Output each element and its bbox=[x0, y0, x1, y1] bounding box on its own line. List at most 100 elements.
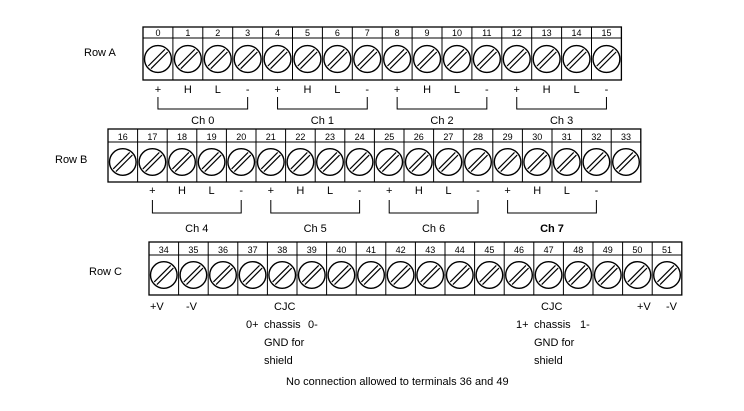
terminal-number: 43 bbox=[425, 245, 435, 255]
terminal-number: 39 bbox=[307, 245, 317, 255]
signal-label: H bbox=[303, 84, 311, 96]
terminal-number: 20 bbox=[236, 132, 246, 142]
signal-label: - bbox=[595, 185, 599, 197]
screw-slot bbox=[393, 267, 411, 286]
screw-slot bbox=[536, 48, 555, 67]
terminal-screw-icon bbox=[286, 147, 315, 176]
channel-label: Ch 6 bbox=[422, 223, 445, 235]
screw-slot bbox=[566, 48, 584, 67]
signal-label: L bbox=[327, 185, 333, 197]
terminal-number: 11 bbox=[482, 28, 491, 38]
terminal-number: 42 bbox=[396, 245, 406, 255]
signal-label: + bbox=[274, 84, 280, 96]
terminal-number: 25 bbox=[384, 132, 394, 142]
terminal-number: 29 bbox=[503, 132, 513, 142]
terminal-number: 51 bbox=[662, 245, 672, 255]
terminal-number: 30 bbox=[532, 132, 542, 142]
terminal-screw-icon bbox=[386, 261, 415, 290]
screw-slot bbox=[627, 264, 645, 283]
terminal-screw-icon bbox=[138, 147, 167, 176]
screw-slot bbox=[204, 154, 222, 173]
screw-slot bbox=[267, 48, 285, 67]
terminal-number: 17 bbox=[147, 132, 157, 142]
terminal-number: 34 bbox=[159, 245, 169, 255]
screw-slot bbox=[112, 151, 131, 170]
screw-slot bbox=[322, 154, 341, 173]
row-c-shield-right: shield bbox=[534, 355, 563, 367]
screw-slot bbox=[600, 267, 618, 286]
channel-bracket bbox=[507, 200, 597, 214]
signal-label: + bbox=[386, 185, 392, 197]
signal-label: + bbox=[504, 185, 510, 197]
screw-slot bbox=[207, 48, 226, 67]
signal-label: L bbox=[445, 185, 451, 197]
footnote: No connection allowed to terminals 36 an… bbox=[286, 376, 509, 388]
row-c-gnd-left: GND for bbox=[264, 337, 305, 349]
screw-slot bbox=[153, 264, 172, 283]
screw-slot bbox=[300, 51, 318, 70]
terminal-screw-icon bbox=[623, 261, 652, 290]
screw-slot bbox=[529, 154, 548, 173]
screw-slot bbox=[419, 51, 438, 70]
screw-slot bbox=[656, 264, 675, 283]
screw-slot bbox=[174, 154, 193, 173]
terminal-number: 48 bbox=[573, 245, 583, 255]
screw-slot bbox=[233, 154, 252, 173]
terminal-screw-icon bbox=[353, 44, 382, 74]
terminal-number: 21 bbox=[266, 132, 276, 142]
screw-slot bbox=[201, 151, 219, 170]
channel-label: Ch 5 bbox=[304, 223, 327, 235]
channel-label: Ch 7 bbox=[540, 223, 564, 235]
screw-slot bbox=[237, 48, 256, 67]
signal-label: H bbox=[533, 185, 541, 197]
screw-slot bbox=[215, 267, 234, 286]
channel-label: Ch 2 bbox=[430, 115, 453, 127]
signal-label: L bbox=[573, 84, 579, 96]
terminal-number: 40 bbox=[336, 245, 346, 255]
terminal-screw-icon bbox=[167, 147, 196, 176]
row-c-one-plus: 1+ bbox=[516, 319, 529, 331]
screw-slot bbox=[541, 267, 559, 286]
row-c-cjc-right: CJC bbox=[541, 301, 562, 313]
screw-slot bbox=[479, 51, 497, 70]
signal-label: - bbox=[485, 84, 489, 96]
screw-slot bbox=[539, 51, 557, 70]
terminal-screw-icon bbox=[323, 44, 352, 74]
terminal-number: 10 bbox=[452, 28, 462, 38]
terminal-screw-icon bbox=[523, 147, 552, 176]
screw-slot bbox=[416, 48, 435, 67]
screw-slot bbox=[506, 48, 525, 67]
screw-slot bbox=[357, 48, 375, 67]
channel-label: Ch 3 bbox=[550, 115, 573, 127]
terminal-screw-icon bbox=[434, 147, 463, 176]
terminal-screw-icon bbox=[534, 261, 563, 290]
terminal-screw-icon bbox=[208, 261, 237, 290]
screw-slot bbox=[570, 267, 589, 286]
screw-slot bbox=[260, 151, 279, 170]
terminal-screw-icon bbox=[502, 44, 531, 74]
screw-slot bbox=[363, 267, 382, 286]
terminal-number: 22 bbox=[295, 132, 305, 142]
terminal-screw-icon bbox=[612, 147, 641, 176]
signal-label: H bbox=[543, 84, 551, 96]
screw-slot bbox=[290, 151, 308, 170]
signal-label: H bbox=[423, 84, 431, 96]
terminal-screw-icon bbox=[345, 147, 374, 176]
terminal-screw-icon bbox=[564, 261, 593, 290]
terminal-screw-icon bbox=[179, 261, 208, 290]
terminal-screw-icon bbox=[203, 44, 232, 74]
row-a-label: Row A bbox=[84, 47, 116, 59]
channel-bracket bbox=[516, 97, 607, 110]
screw-slot bbox=[319, 151, 338, 170]
terminal-screw-icon bbox=[173, 44, 203, 74]
terminal-number: 47 bbox=[544, 245, 554, 255]
terminal-screw-icon bbox=[149, 261, 178, 290]
channel-bracket bbox=[157, 97, 249, 110]
terminal-number: 35 bbox=[188, 245, 198, 255]
screw-slot bbox=[379, 151, 397, 170]
screw-slot bbox=[147, 48, 166, 67]
channel-bracket bbox=[396, 97, 488, 110]
